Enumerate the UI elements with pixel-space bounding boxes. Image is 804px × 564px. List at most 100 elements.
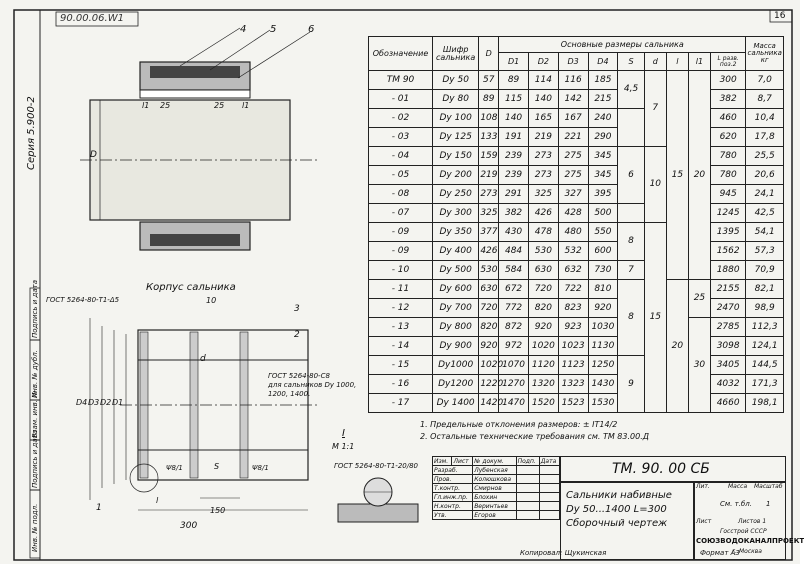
dim-l1-right: l1	[242, 101, 250, 110]
cell-cipher: Dу 250	[431, 184, 480, 204]
cell-D4: 920	[587, 298, 619, 318]
cell-D: 273	[478, 184, 500, 204]
tb-note-see: См. т.бл.	[720, 500, 752, 508]
cell-designation: - 09	[368, 241, 433, 261]
cell-D1: 239	[498, 146, 529, 166]
cell-mass: 17,8	[745, 127, 784, 147]
cell-mass: 198,1	[745, 393, 784, 413]
cell-designation: - 08	[368, 184, 433, 204]
cell-D3: 923	[557, 317, 589, 337]
cell-cipher: Dу 80	[431, 89, 480, 109]
cell-D1: 430	[498, 222, 529, 242]
tb-h-doc: № докум.	[472, 456, 517, 466]
role-name: Лубенская	[472, 465, 517, 475]
role-row: Гл.инж.пр.Блохин	[431, 492, 561, 502]
cell-D4: 1130	[587, 336, 619, 356]
role-date	[538, 465, 561, 475]
cell-S: 9	[617, 355, 645, 413]
series-label: Серия 5.900-2	[26, 96, 37, 170]
tb-right-box	[694, 482, 786, 560]
cell-D2: 273	[527, 146, 559, 166]
margin-label-4: Инв. № дубл.	[31, 350, 39, 398]
cell-lrazv: 2470	[709, 298, 747, 318]
cell-S: 8	[617, 222, 645, 261]
cell-lrazv: 300	[709, 70, 747, 90]
dim-D2: D2	[100, 398, 112, 407]
cell-designation: - 10	[368, 260, 433, 280]
dim-d: d	[200, 354, 206, 364]
cell-D: 377	[478, 222, 500, 242]
cell-S: 7	[617, 260, 645, 280]
cell-designation: ТМ 90	[368, 70, 433, 90]
cell-S: 6	[617, 146, 645, 204]
note-2: 2. Остальные технические требования см. …	[420, 432, 649, 441]
cell-S: 4,5	[617, 70, 645, 109]
cell-designation: - 12	[368, 298, 433, 318]
callout-6: 6	[308, 24, 315, 35]
dim-S: S	[214, 462, 220, 471]
role-sign	[515, 510, 540, 520]
tb-name-1: Сальники набивные	[566, 490, 672, 501]
col-D2: D2	[527, 52, 559, 71]
cell-D: 1020	[478, 355, 503, 375]
role-label: Т.контр.	[431, 483, 474, 493]
cell-lrazv: 1880	[709, 260, 747, 280]
cell-D2: 219	[527, 127, 559, 147]
weld-mark-2: Ψ8/1	[252, 464, 269, 472]
cell-lrazv: 945	[709, 184, 747, 204]
cell-D2: 820	[527, 298, 559, 318]
cell-D4: 810	[587, 279, 619, 299]
tb-code: ТМ. 90. 00 СБ	[612, 461, 710, 477]
cell-l1: 25	[687, 279, 711, 318]
cell-lrazv: 3405	[709, 355, 747, 375]
cell-D1: 484	[498, 241, 529, 261]
role-date	[538, 474, 561, 484]
cell-D3: 1523	[557, 393, 589, 413]
cell-D1: 1470	[498, 393, 529, 413]
cell-d: 10	[643, 146, 667, 223]
role-label: Н.контр.	[431, 501, 474, 511]
cell-D3: 823	[557, 298, 589, 318]
cell-D3: 327	[557, 184, 589, 204]
cell-D: 325	[478, 203, 500, 223]
cell-designation: - 01	[368, 89, 433, 109]
tb-name-box	[560, 482, 694, 560]
cell-D1: 239	[498, 165, 529, 185]
col-main-dims: Основные размеры сальника	[498, 36, 747, 53]
gost-weld-2-l1: ГОСТ 5264-80-С8	[268, 372, 330, 380]
cell-D3: 1323	[557, 374, 589, 394]
tb-lit-label: Лит.	[696, 483, 710, 490]
cell-D3: 532	[557, 241, 589, 261]
dim-D3: D3	[88, 398, 100, 407]
cell-D4: 730	[587, 260, 619, 280]
cell-designation: - 05	[368, 165, 433, 185]
cell-d: 15	[643, 222, 667, 413]
cell-mass: 42,5	[745, 203, 784, 223]
cell-D3: 167	[557, 108, 589, 128]
cell-mass: 144,5	[745, 355, 784, 375]
cell-D: 133	[478, 127, 500, 147]
cell-D3: 1123	[557, 355, 589, 375]
role-date	[538, 483, 561, 493]
cell-designation: - 15	[368, 355, 433, 375]
tb-org-1: Госстрой СССР	[720, 528, 767, 535]
dim-150: 150	[210, 506, 226, 515]
copied-by: Копировал: Щукинская	[520, 549, 607, 557]
cell-D4: 215	[587, 89, 619, 109]
role-name: Егоров	[472, 510, 517, 520]
cell-mass: 171,3	[745, 374, 784, 394]
cell-D1: 1070	[498, 355, 529, 375]
dim-D1: D1	[112, 398, 124, 407]
cell-cipher: Dу 700	[431, 298, 480, 318]
cell-d: 7	[643, 70, 667, 147]
cell-designation: - 17	[368, 393, 433, 413]
cell-D2: 720	[527, 279, 559, 299]
cell-D1: 772	[498, 298, 529, 318]
cell-D1: 291	[498, 184, 529, 204]
